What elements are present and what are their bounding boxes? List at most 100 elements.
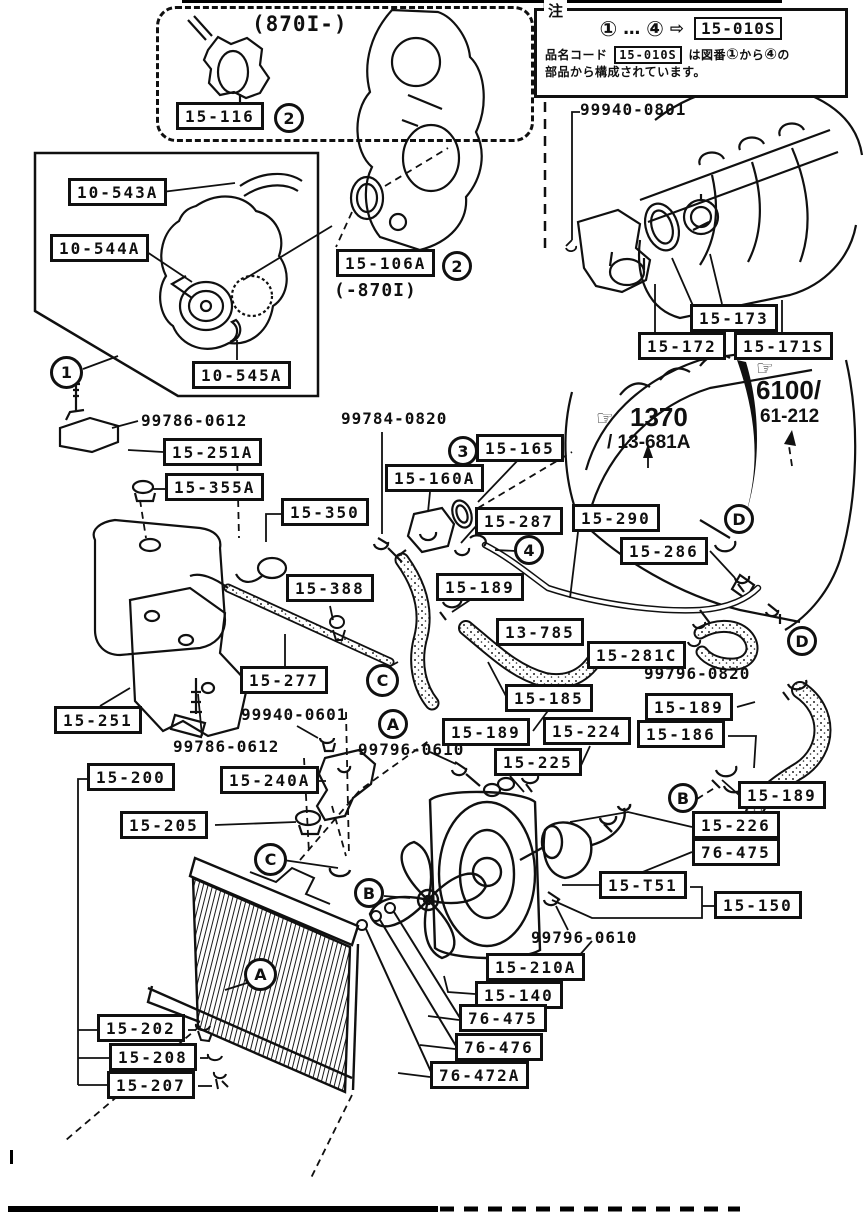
- bolt-99784-0820: [372, 537, 407, 563]
- nut-99940-0601: [318, 737, 337, 753]
- hose-15-281C-drawing: [687, 603, 782, 671]
- gasket-15-116-drawing: [187, 15, 271, 104]
- part-label-15-226: 15-226: [692, 811, 780, 840]
- clamp-15-189-a: [439, 597, 463, 621]
- pipe-15-277-drawing: [189, 573, 395, 667]
- part-label-15-185: 15-185: [505, 684, 593, 713]
- bolt-99796-0610-b: [542, 891, 561, 907]
- callout-B-b: B: [354, 878, 384, 908]
- bolt-99796-0610-a: [450, 761, 481, 787]
- fan-mount-bolts: [356, 902, 461, 1075]
- part-label-15-355A: 15-355A: [165, 473, 265, 502]
- callout-A-a: A: [378, 709, 408, 739]
- pointing-hand-icon: ☞: [596, 406, 615, 430]
- bushing-15-225: [496, 776, 516, 792]
- part-text-99796-0610-a: 99796-0610: [358, 740, 465, 759]
- radiator-top-detail: [249, 866, 331, 905]
- leader-lines: [77, 111, 783, 1087]
- part-label-15-207: 15-207: [107, 1071, 195, 1100]
- heater-pipe-drawing: [469, 534, 762, 627]
- part-label-15-281C: 15-281C: [587, 641, 687, 670]
- ref-6100: 6100/: [756, 375, 822, 405]
- bracket-15-251A: [58, 408, 120, 454]
- ref-13-681A: / 13-681A: [607, 432, 691, 453]
- clamp-15-287-area: [453, 547, 471, 557]
- circled-4: ④: [646, 17, 664, 41]
- part-label-15-350: 15-350: [281, 498, 369, 527]
- wire-76-475: [591, 803, 632, 847]
- petcock-15-207: [212, 1071, 229, 1090]
- water-pump-region-box: [33, 151, 320, 398]
- bracket-15-251-drawing: [128, 586, 250, 739]
- part-label-76-475-b: 76-475: [459, 1004, 547, 1033]
- engine-block-drawing: [564, 343, 857, 631]
- part-label-10-544A: 10-544A: [50, 234, 150, 263]
- part-label-15-210A: 15-210A: [486, 953, 586, 982]
- part-label-15-225: 15-225: [494, 748, 582, 777]
- sensor-15-226: [598, 815, 618, 833]
- part-label-15-277: 15-277: [240, 666, 328, 695]
- part-label-15-186: 15-186: [637, 720, 725, 749]
- part-label-15-150: 15-150: [714, 891, 802, 920]
- part-text-99940-0801: 99940-0801: [580, 100, 687, 119]
- clamp-15-286: [733, 575, 751, 593]
- water-pump-drawing: [159, 172, 303, 350]
- reservoir-cap-15-355A: [131, 479, 157, 503]
- circled-1: ①: [599, 17, 618, 41]
- part-label-10-543A: 10-543A: [68, 178, 168, 207]
- part-label-10-545A: 10-545A: [192, 361, 292, 390]
- part-text-99784-0820: 99784-0820: [341, 409, 448, 428]
- cap-15-205: [294, 809, 323, 836]
- part-label-15-205: 15-205: [120, 811, 208, 840]
- part-label-15-240A: 15-240A: [220, 766, 320, 795]
- part-label-15-106A: 15-106A: [336, 249, 436, 278]
- part-text-99786-0612-b: 99786-0612: [173, 737, 280, 756]
- part-label-15-116: 15-116: [176, 102, 264, 131]
- callout-D-b: D: [787, 626, 817, 656]
- callout-B-a: B: [668, 783, 698, 813]
- range-870-on: (870I-): [252, 12, 348, 36]
- callout-C-b: C: [254, 843, 287, 876]
- range-to-870: (-870I): [334, 280, 417, 301]
- part-label-15-388: 15-388: [286, 574, 374, 603]
- part-text-99940-0601: 99940-0601: [241, 705, 348, 724]
- part-label-76-476: 76-476: [455, 1033, 543, 1062]
- note-box: 注 ① … ④ ⇨ 15-010S 品名コード 15-010S は図番①から④の…: [534, 0, 848, 98]
- part-label-15-200: 15-200: [87, 763, 175, 792]
- water-inlet-15-160A: [406, 506, 456, 554]
- callout-2-a: 2: [274, 103, 304, 133]
- pump-inlet-tab: [239, 172, 303, 197]
- part-text-99796-0610-b: 99796-0610: [531, 928, 638, 947]
- part-label-15-189-d: 15-189: [442, 718, 530, 747]
- part-label-13-785: 13-785: [496, 618, 584, 647]
- callout-D-a: D: [724, 504, 754, 534]
- note-set-code: 15-010S: [694, 17, 783, 40]
- ref-61-212: 61-212: [760, 406, 820, 427]
- note-body-line-2: 部品から構成されています。: [545, 65, 706, 80]
- note-tab: 注: [544, 0, 568, 21]
- part-label-15-224: 15-224: [543, 717, 631, 746]
- part-label-15-T51: 15-T51: [599, 871, 687, 900]
- hose-upper-drawing: [394, 552, 440, 711]
- callout-A-b: A: [244, 958, 277, 991]
- part-label-15-189-c: 15-189: [738, 781, 826, 810]
- fan-shroud-drawing: [428, 790, 542, 960]
- part-label-15-172: 15-172: [638, 332, 726, 361]
- bushing-15-224: [482, 782, 502, 798]
- gasket-15-165: [451, 499, 473, 529]
- bolt-99786-0612: [72, 382, 80, 412]
- drain-cap-15-202: [194, 1023, 213, 1043]
- note-sequence-line: ① … ④ ⇨ 15-010S: [545, 17, 837, 41]
- part-label-15-251A: 15-251A: [163, 438, 263, 467]
- fan-motor-drawing: [519, 803, 632, 880]
- part-label-15-160A: 15-160A: [385, 464, 485, 493]
- filler-neck: [328, 867, 352, 878]
- callout-3: 3: [448, 436, 478, 466]
- part-label-15-208: 15-208: [109, 1043, 197, 1072]
- part-text-99786-0612-a: 99786-0612: [141, 411, 248, 430]
- engine-arrow-swoosh: [737, 360, 757, 520]
- timing-cover-drawing: [349, 8, 485, 252]
- thermostat-housing-drawing: [576, 194, 720, 294]
- part-label-15-165: 15-165: [476, 434, 564, 463]
